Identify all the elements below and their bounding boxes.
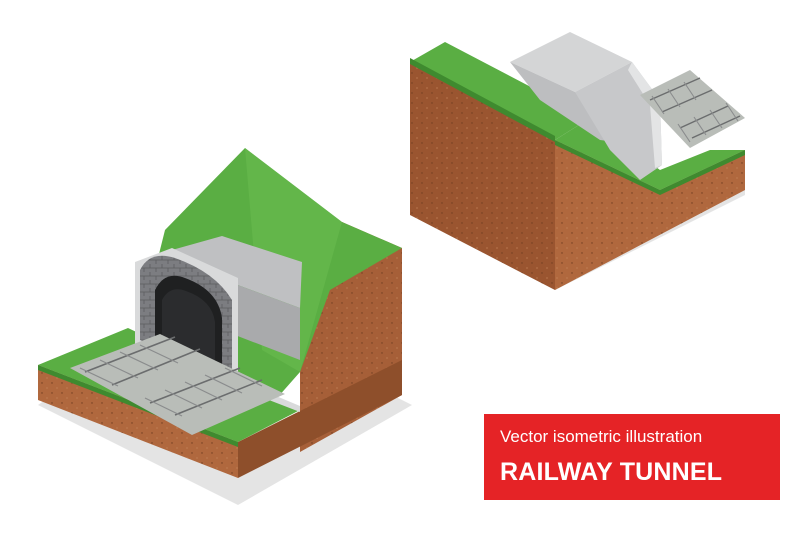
- track-bed-right: [640, 70, 745, 148]
- banner-subtitle: Vector isometric illustration: [500, 427, 703, 446]
- base-soil-right: [238, 360, 402, 478]
- tunnel-front-view: [38, 148, 412, 505]
- track-bed: [70, 334, 285, 435]
- rails: [84, 336, 263, 416]
- tunnel-box-top: [510, 32, 632, 92]
- title-banner: Vector isometric illustration RAILWAY TU…: [484, 414, 780, 500]
- tunnel-box-face: [575, 62, 662, 180]
- sleepers-right: [651, 81, 739, 143]
- sleepers: [79, 344, 263, 417]
- tunnel-side-view: [410, 32, 745, 290]
- tunnel-roof: [172, 236, 302, 308]
- hill-top-grass: [410, 42, 590, 140]
- banner-title: RAILWAY TUNNEL: [500, 458, 723, 486]
- rails-right: [649, 77, 741, 139]
